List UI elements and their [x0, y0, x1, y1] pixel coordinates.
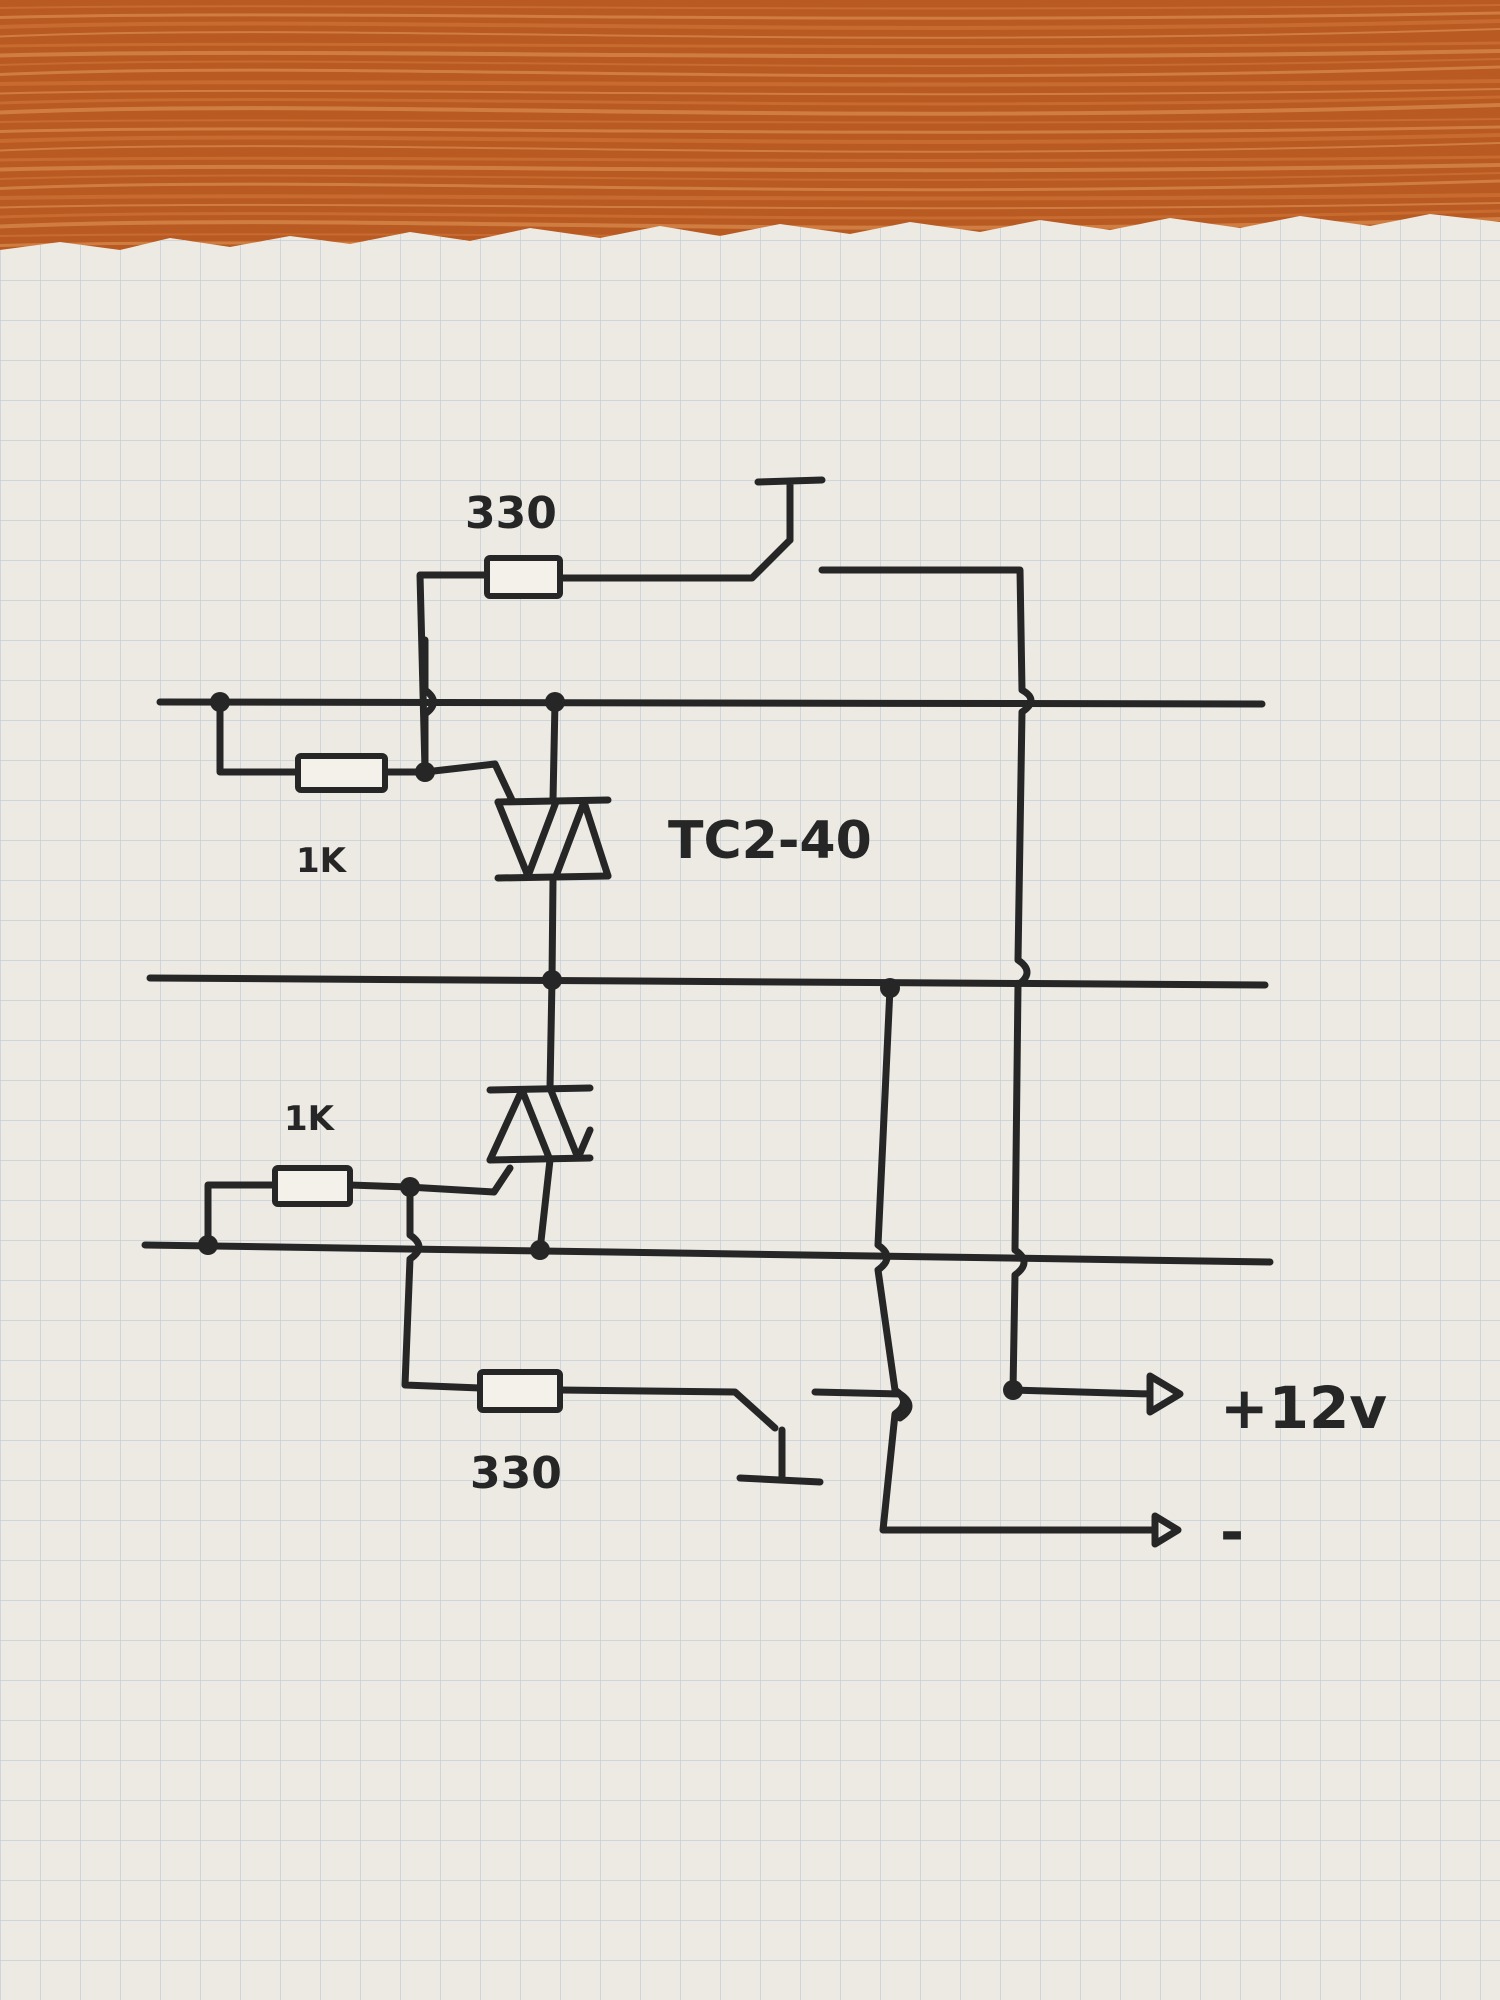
wood-grain-streak [0, 11, 1500, 20]
negative-terminal-arrow [1151, 1512, 1182, 1548]
switch-bottom-icon [736, 1426, 824, 1486]
bottom-branch-wire [401, 1183, 779, 1432]
wood-grain-streak [0, 49, 1500, 59]
label-negative-terminal: - [1220, 1498, 1244, 1566]
triac-bottom-icon [486, 1084, 594, 1164]
switch-top-icon [754, 476, 826, 544]
wood-grain-streak [0, 202, 1500, 210]
positive-terminal-arrow [1146, 1372, 1184, 1416]
label-bottom-gate-resistor: 1K [284, 1099, 336, 1139]
bottom-gate-loop [204, 1164, 514, 1249]
wood-grain-streak [0, 19, 1500, 30]
wood-grain-streak [0, 209, 1500, 220]
resistor-330-top [484, 555, 563, 599]
junction-dot [545, 692, 565, 712]
label-bottom-resistor: 330 [470, 1448, 562, 1499]
resistor-1k-top [295, 753, 388, 793]
wood-grain-streak [0, 28, 1500, 39]
label-triac-model: TC2-40 [668, 811, 872, 871]
wood-grain-streak [0, 103, 1500, 116]
bottom-triac-lead [536, 976, 556, 1254]
wood-grain-streak [0, 193, 1500, 201]
wood-grain-streak [0, 79, 1500, 87]
wood-grain-streak [0, 65, 1500, 78]
label-top-gate-resistor: 1K [296, 841, 348, 881]
junction-dot [880, 978, 900, 998]
junction-dot [530, 1240, 550, 1260]
wood-grain-streak [0, 155, 1500, 162]
top-triac-lead [548, 698, 559, 984]
wood-grain-streak [0, 118, 1500, 124]
triac-top-icon [494, 796, 612, 882]
top-branch-wire [416, 536, 1035, 1394]
circuit-drawing [141, 476, 1274, 1548]
wood-grain-streak [0, 41, 1500, 48]
wood-grain-streak [0, 179, 1500, 192]
junction-dot [210, 692, 230, 712]
junction-dot [1003, 1380, 1023, 1400]
wood-grain-streak [0, 125, 1500, 134]
middle-vertical-wire [874, 984, 1159, 1534]
wood-grain-streak [0, 95, 1500, 106]
wood-grain-streak [0, 4, 1500, 10]
label-top-resistor: 330 [465, 488, 557, 539]
label-positive-terminal: +12v [1220, 1374, 1387, 1442]
bus-line-middle [146, 974, 1269, 989]
top-gate-loop [216, 698, 516, 804]
resistor-1k-bottom [272, 1165, 353, 1207]
resistor-330-bottom [477, 1369, 563, 1413]
junction-dot [198, 1235, 218, 1255]
bus-line-top [156, 698, 1266, 708]
wood-grain-streak [0, 133, 1500, 144]
wood-grain-streak [0, 58, 1500, 67]
wood-grain-streak [0, 142, 1500, 153]
grid-lines [0, 214, 1500, 2000]
wood-grain-streak [0, 163, 1500, 173]
wood-grain-streak [0, 88, 1500, 96]
top-branch-jumper [421, 636, 437, 774]
wood-grain-streak [0, 172, 1500, 181]
junction-dot [415, 762, 435, 782]
bus-line-bottom [141, 1241, 1274, 1266]
